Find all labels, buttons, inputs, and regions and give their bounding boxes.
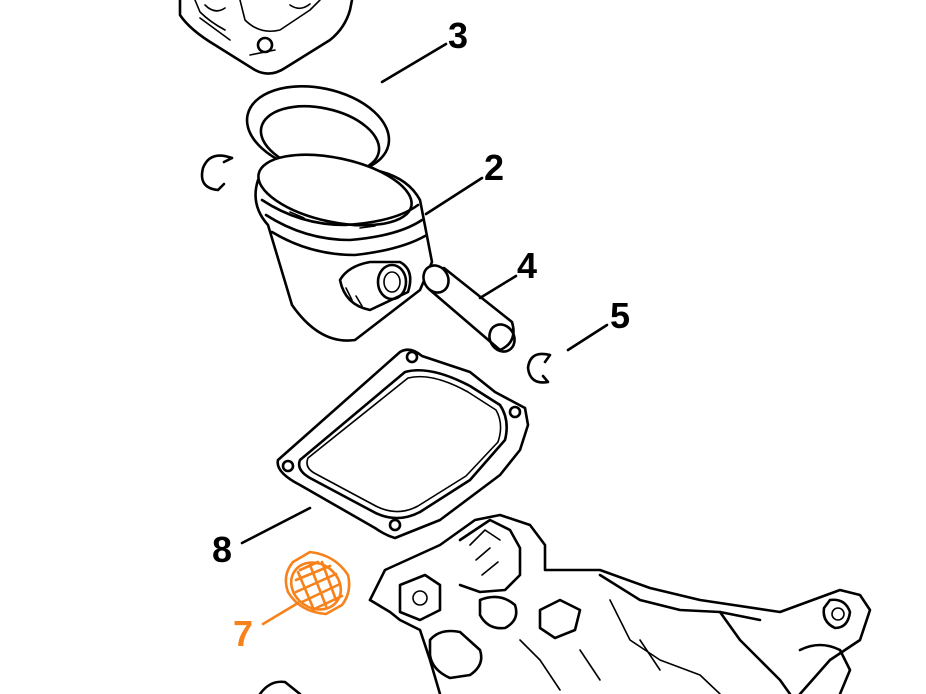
needle-bearing-outline <box>284 550 351 616</box>
callout-4: 4 <box>517 245 537 286</box>
piston-pin <box>422 264 516 353</box>
circlip-left <box>200 154 234 192</box>
cylinder-head-fragment <box>178 0 354 75</box>
callout-8: 8 <box>212 529 232 570</box>
leader-lines <box>240 42 609 626</box>
callout-7: 7 <box>233 613 253 654</box>
base-gasket <box>276 348 530 540</box>
callout-labels: 3 2 4 5 8 7 <box>212 15 630 654</box>
circlip-right <box>526 352 552 384</box>
crankcase <box>258 513 872 694</box>
callout-3: 3 <box>448 15 468 56</box>
piston <box>254 153 434 342</box>
callout-2: 2 <box>484 147 504 188</box>
needle-bearing <box>284 550 351 616</box>
callout-5: 5 <box>610 295 630 336</box>
